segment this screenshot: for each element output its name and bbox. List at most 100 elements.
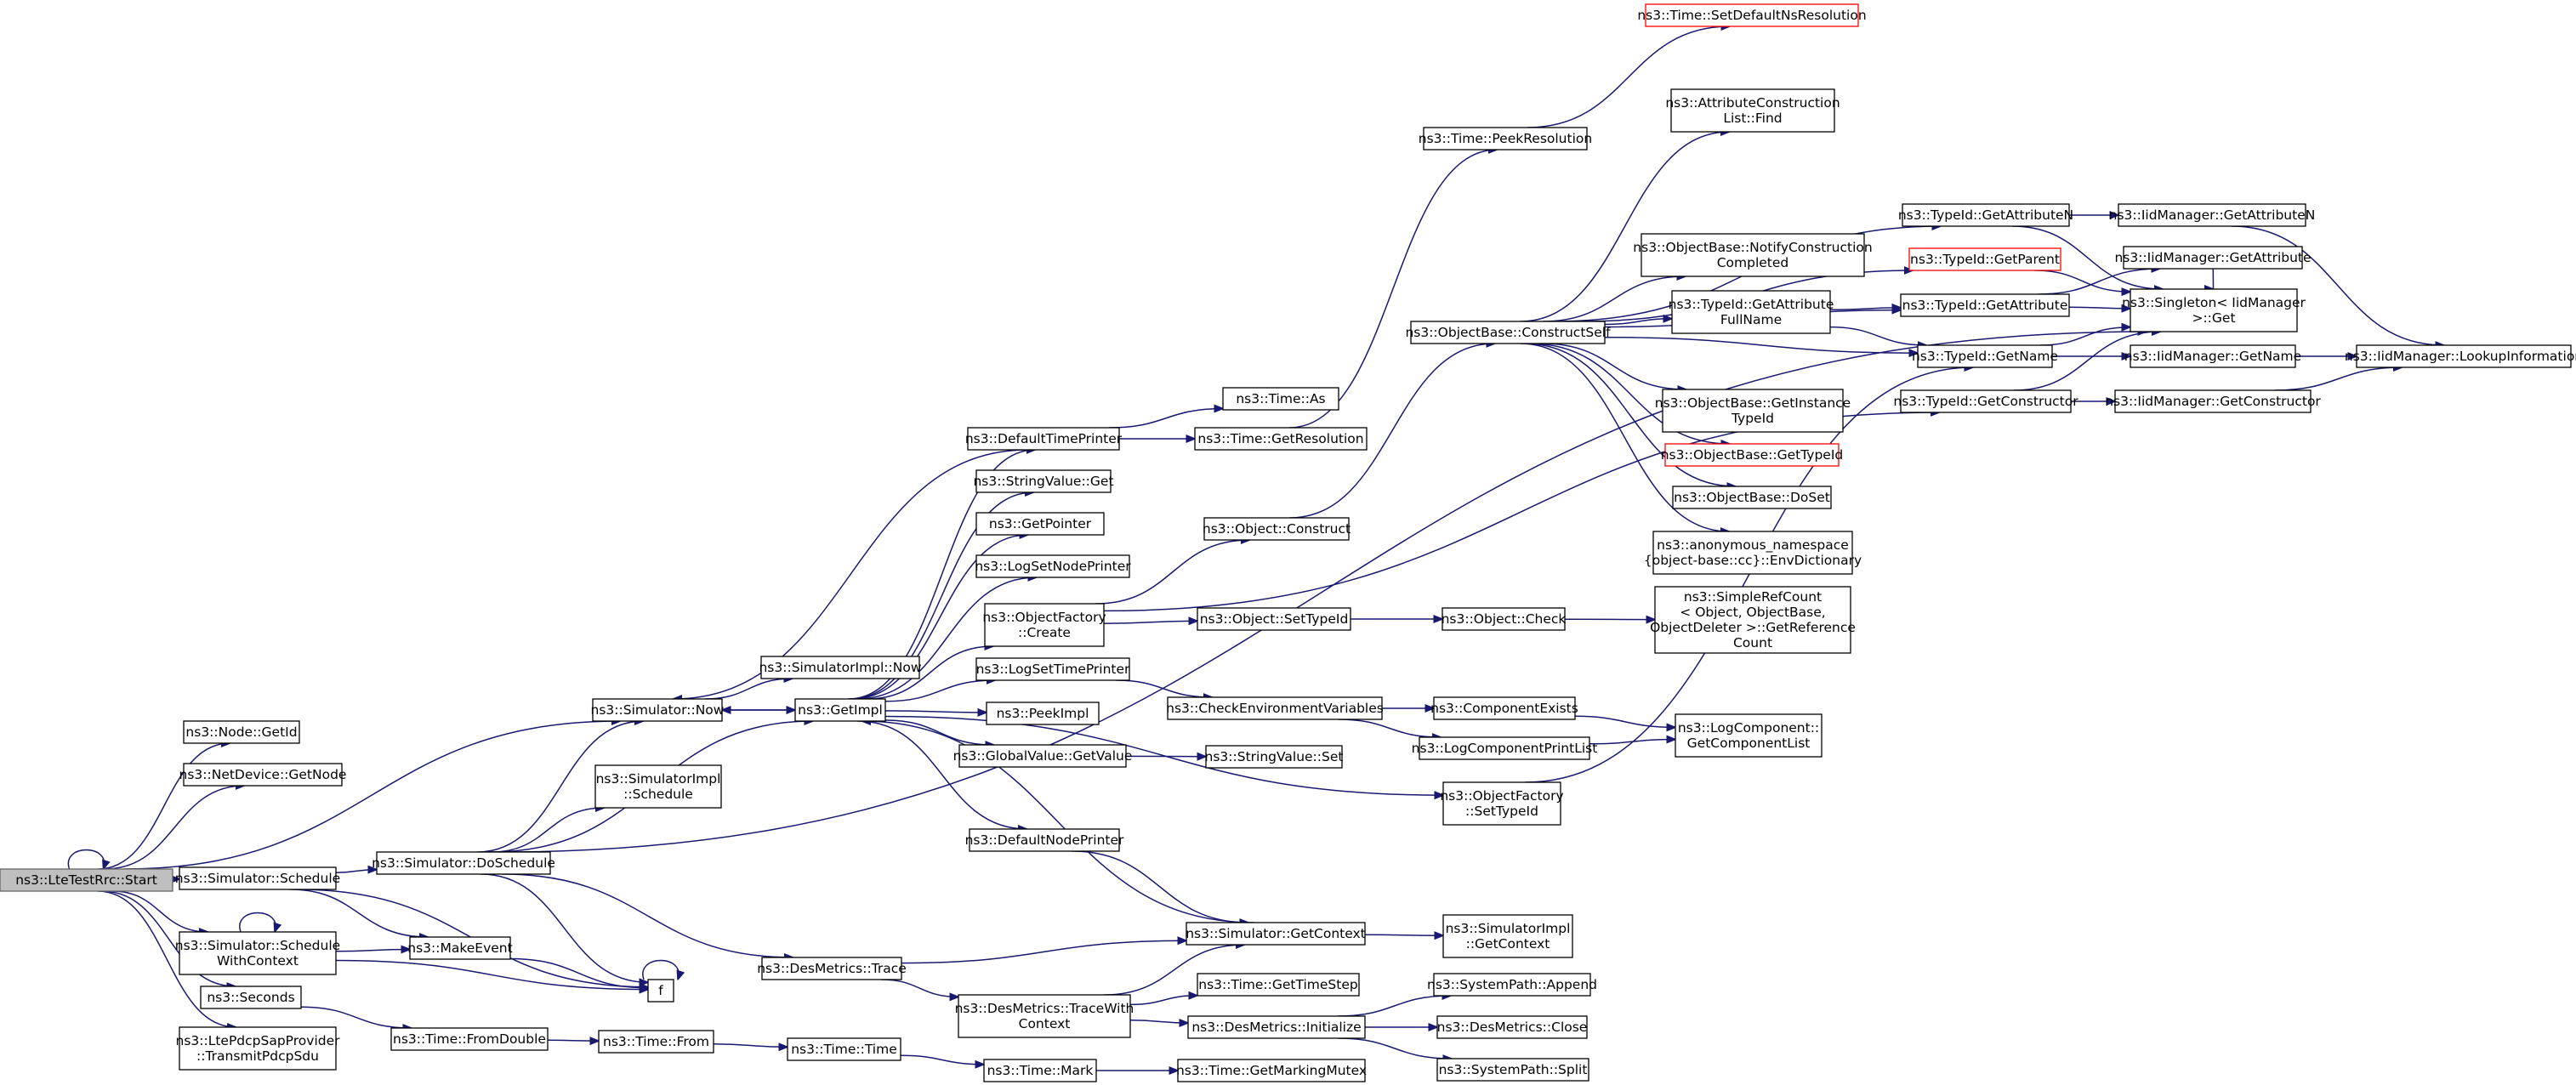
node-box <box>647 979 674 1003</box>
function-node-n29[interactable]: ns3::DefaultNodePrinter <box>965 828 1124 852</box>
function-node-n13[interactable]: f <box>647 979 674 1003</box>
function-node-n63[interactable]: ns3::TypeId::GetName <box>1912 344 2058 368</box>
function-node-n41[interactable]: ns3::Time::PeekResolution <box>1419 127 1592 151</box>
function-node-n60[interactable]: ns3::TypeId::GetAttributeN <box>1898 203 2073 227</box>
node-label: ns3::Singleton< IidManager <box>2122 295 2306 310</box>
call-edge-n10-n23 <box>851 535 1028 700</box>
node-label: ns3::SimulatorImpl <box>596 771 721 787</box>
function-node-n21[interactable]: ns3::DefaultTimePrinter <box>965 427 1123 451</box>
function-node-n70[interactable]: ns3::IidManager::LookupInformation <box>2345 344 2576 368</box>
node-box <box>969 828 1120 852</box>
function-node-n5[interactable]: ns3::Simulator::Schedule <box>175 866 340 890</box>
node-box <box>1902 203 2070 227</box>
function-node-n58[interactable]: ns3::SimpleRefCount< Object, ObjectBase,… <box>1650 586 1856 654</box>
function-node-n68[interactable]: ns3::IidManager::GetName <box>2124 344 2301 368</box>
function-node-n45[interactable]: ns3::LogComponentPrintList <box>1412 736 1598 760</box>
function-node-n56[interactable]: ns3::ObjectBase::DoSet <box>1672 486 1832 509</box>
node-label: ns3::TypeId::GetAttributeN <box>1898 207 2073 223</box>
function-node-n47[interactable]: ns3::SystemPath::Append <box>1427 973 1597 997</box>
node-label: ns3::ObjectBase::GetInstance <box>1655 395 1851 411</box>
function-node-n23[interactable]: ns3::GetPointer <box>975 512 1105 536</box>
node-box <box>1645 3 1859 27</box>
function-node-n19[interactable]: ns3::Time::Mark <box>983 1059 1097 1082</box>
function-node-n4[interactable]: ns3::Simulator::Now <box>591 698 725 722</box>
node-label: Context <box>1019 1016 1071 1031</box>
function-node-n65[interactable]: ns3::IidManager::GetAttributeN <box>2109 203 2316 227</box>
function-node-n42[interactable]: ns3::ObjectBase::ConstructSelf <box>1405 321 1611 344</box>
function-node-n20[interactable]: ns3::Time::GetMarkingMutex <box>1176 1059 1367 1082</box>
function-node-n17[interactable]: ns3::Time::From <box>598 1030 714 1054</box>
function-node-n61[interactable]: ns3::TypeId::GetParent <box>1908 247 2061 271</box>
node-label: ns3::ObjectBase::GetTypeId <box>1661 447 1844 463</box>
function-node-n8[interactable]: ns3::LtePdcpSapProvider::TransmitPdcpSdu <box>176 1026 341 1071</box>
function-node-n16[interactable]: ns3::Time::FromDouble <box>390 1027 549 1051</box>
function-node-n49[interactable]: ns3::SystemPath::Split <box>1436 1058 1589 1082</box>
function-node-n46[interactable]: ns3::SimulatorImpl::GetContext <box>1442 914 1573 958</box>
function-node-n3[interactable]: ns3::NetDevice::GetNode <box>179 763 347 787</box>
call-edge-n63-n67 <box>2039 327 2130 346</box>
function-node-n7[interactable]: ns3::Seconds <box>200 986 302 1009</box>
function-node-n33[interactable]: ns3::Object::Construct <box>1203 517 1351 541</box>
function-node-n15[interactable]: ns3::DesMetrics::Trace <box>757 957 907 980</box>
function-node-n22[interactable]: ns3::StringValue::Get <box>973 469 1114 493</box>
function-node-n27[interactable]: ns3::PeekImpl <box>986 702 1100 725</box>
function-node-n9[interactable]: ns3::SimulatorImpl::Now <box>759 656 922 679</box>
function-node-n59[interactable]: ns3::LogComponent::GetComponentList <box>1675 713 1823 758</box>
function-node-n36[interactable]: ns3::StringValue::Set <box>1205 745 1344 769</box>
call-edge-n17-n18 <box>713 1044 788 1048</box>
node-box <box>200 986 302 1009</box>
function-node-n12[interactable]: ns3::MakeEvent <box>407 936 513 960</box>
function-node-n39[interactable]: ns3::Time::GetTimeStep <box>1197 973 1360 997</box>
function-node-n31[interactable]: ns3::Time::As <box>1222 387 1339 411</box>
node-box <box>1436 1058 1589 1082</box>
function-node-n26[interactable]: ns3::LogSetTimePrinter <box>975 657 1130 681</box>
function-node-n57[interactable]: ns3::anonymous_namespace{object-base::cc… <box>1644 531 1862 575</box>
call-edge-n16-n17 <box>547 1040 599 1041</box>
node-box <box>1203 517 1350 541</box>
function-node-n35[interactable]: ns3::CheckEnvironmentVariables <box>1166 696 1384 720</box>
node-label: ns3::Simulator::GetContext <box>1186 926 1366 941</box>
function-node-n11[interactable]: ns3::Simulator::DoSchedule <box>372 851 555 875</box>
function-node-n34[interactable]: ns3::Object::SetTypeId <box>1197 607 1351 631</box>
call-edge-n1-n7 <box>101 890 236 986</box>
function-node-n14[interactable]: ns3::SimulatorImpl::Schedule <box>594 764 722 809</box>
node-box <box>1670 88 1835 133</box>
function-node-n2[interactable]: ns3::Node::GetId <box>183 720 300 744</box>
call-edge-n26-n35 <box>1115 679 1212 697</box>
function-node-n28[interactable]: ns3::GlobalValue::GetValue <box>953 744 1133 768</box>
function-node-n10[interactable]: ns3::GetImpl <box>794 698 886 722</box>
function-node-n48[interactable]: ns3::DesMetrics::Close <box>1436 1015 1588 1039</box>
call-edge-n5-n12 <box>289 889 429 937</box>
function-node-n32[interactable]: ns3::Time::GetResolution <box>1194 427 1368 451</box>
function-node-n64[interactable]: ns3::TypeId::GetConstructor <box>1893 389 2078 413</box>
function-node-n62[interactable]: ns3::TypeId::GetAttribute <box>1900 293 2070 317</box>
function-node-n66[interactable]: ns3::IidManager::GetAttribute <box>2114 246 2312 270</box>
node-box <box>1641 233 1865 277</box>
function-node-n40[interactable]: ns3::DesMetrics::Initialize <box>1187 1015 1366 1039</box>
function-node-n67[interactable]: ns3::Singleton< IidManager >::Get <box>2122 288 2306 332</box>
function-node-n52[interactable]: ns3::ObjectBase::NotifyConstructionCompl… <box>1633 233 1873 277</box>
node-label: ns3::Object::SetTypeId <box>1200 611 1349 627</box>
function-node-n38[interactable]: ns3::Simulator::GetContext <box>1186 922 1366 946</box>
function-node-n1[interactable]: ns3::LteTestRrc::Start <box>0 868 173 892</box>
function-node-n50[interactable]: ns3::Time::SetDefaultNsResolution <box>1637 3 1867 27</box>
call-edge-n12-n13 <box>509 957 648 988</box>
function-node-n69[interactable]: ns3::IidManager::GetConstructor <box>2105 389 2321 413</box>
node-box <box>1433 696 1576 720</box>
function-node-n25[interactable]: ns3::ObjectFactory::Create <box>982 603 1106 647</box>
function-node-n37[interactable]: ns3::ObjectFactory::SetTypeId <box>1440 781 1564 826</box>
node-box <box>975 657 1130 681</box>
function-node-n43[interactable]: ns3::Object::Check <box>1442 607 1567 631</box>
node-label: ns3::ObjectBase::ConstructSelf <box>1405 325 1611 340</box>
function-node-n44[interactable]: ns3::ComponentExists <box>1430 696 1578 720</box>
function-node-n55[interactable]: ns3::ObjectBase::GetTypeId <box>1661 443 1844 467</box>
function-node-n24[interactable]: ns3::LogSetNodePrinter <box>975 554 1131 578</box>
node-label: ns3::Object::Check <box>1442 611 1567 627</box>
node-label: ns3::DesMetrics::Close <box>1437 1020 1588 1035</box>
function-node-n18[interactable]: ns3::Time::Time <box>787 1037 901 1061</box>
